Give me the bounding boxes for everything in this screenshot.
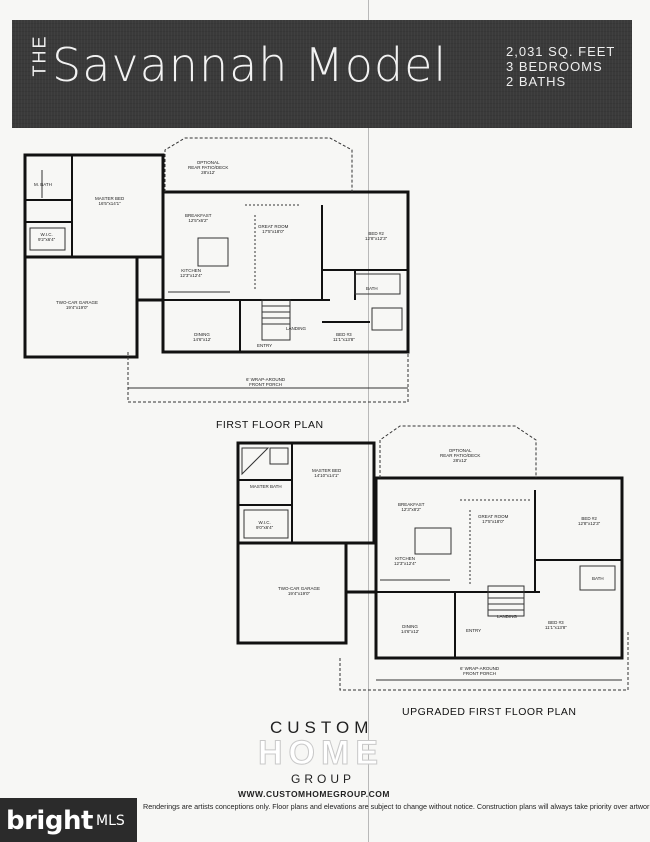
ff-main-walls — [161, 190, 410, 354]
logo-group: GROUP — [291, 772, 356, 786]
up-label-landing: LANDING — [497, 614, 518, 619]
ff-label-m-bath: M. BATH — [34, 182, 52, 187]
disclaimer-text: Renderings are artists conceptions only.… — [143, 802, 650, 811]
spec-baths: 2 BATHS — [506, 74, 567, 89]
up-label-bath: BATH — [592, 576, 604, 581]
ff-label-bath: BATH — [366, 286, 378, 291]
spec-sq-feet: 2,031 SQ. FEET — [506, 44, 616, 59]
logo-custom: CUSTOM — [270, 718, 374, 737]
up-label-entry: ENTRY — [466, 628, 482, 633]
bright-mls-watermark: bright MLS — [0, 798, 137, 842]
title-banner — [12, 20, 632, 128]
up-label-master-bath: MASTER BATH — [250, 484, 282, 489]
first-floor-plan-title: FIRST FLOOR PLAN — [216, 419, 324, 431]
up-label-wic: W.I.C.9'0"x6'4" — [256, 520, 274, 530]
watermark-suffix: MLS — [96, 813, 125, 829]
upgraded-floor-plan-title: UPGRADED FIRST FLOOR PLAN — [402, 706, 577, 718]
page-fold — [368, 0, 369, 842]
ff-label-landing: LANDING — [286, 326, 307, 331]
model-title: Savannah Model — [52, 38, 448, 92]
ff-label-wic: W.I.C.9'2"x6'4" — [38, 232, 56, 242]
website-link[interactable]: WWW.CUSTOMHOMEGROUP.COM — [238, 789, 390, 799]
ff-garage-walls — [23, 255, 139, 359]
ff-label-entry: ENTRY — [257, 343, 273, 348]
watermark-brand: bright — [6, 806, 93, 836]
model-specs: 2,031 SQ. FEET 3 BEDROOMS 2 BATHS — [506, 44, 615, 89]
up-main-walls — [374, 476, 624, 660]
logo-home: HOME — [258, 734, 384, 773]
spec-bedrooms: 3 BEDROOMS — [506, 59, 603, 74]
